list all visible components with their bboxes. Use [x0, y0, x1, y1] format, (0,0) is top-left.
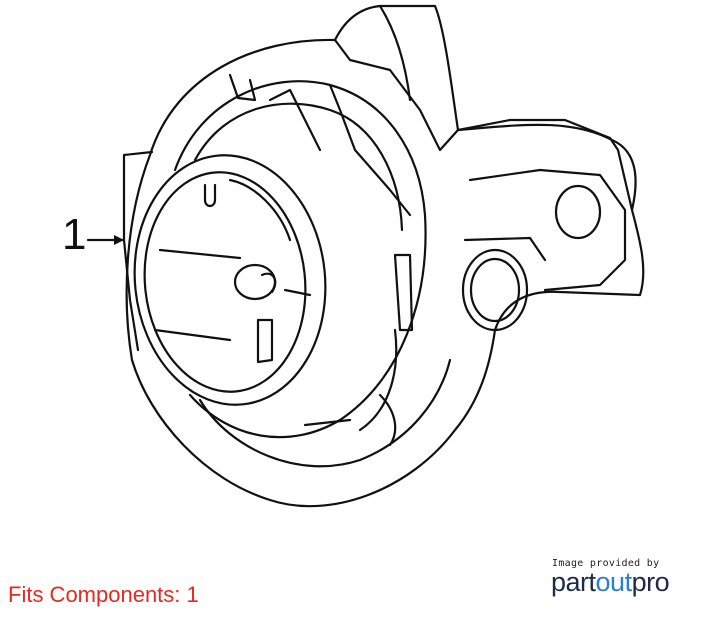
image-credit-text: Image provided by — [552, 558, 660, 569]
fits-components-label: Fits Components: 1 — [8, 582, 199, 607]
socket-outer-rim — [133, 154, 327, 406]
logo-out: out — [595, 567, 633, 597]
side-port-outer — [461, 248, 529, 332]
key-slot — [256, 318, 274, 364]
side-port-inner — [469, 257, 521, 323]
top-housing — [333, 38, 460, 152]
part-line-drawing — [86, 4, 645, 508]
callout-number-1: 1 — [62, 210, 87, 259]
rear-port — [554, 184, 602, 240]
logo-pro: pro — [631, 567, 670, 597]
right-connector — [456, 118, 634, 212]
socket-inner-rim — [143, 171, 307, 393]
center-contact — [233, 263, 277, 301]
logo-part: part — [551, 567, 596, 597]
partoutpro-logo: partoutpro — [551, 567, 670, 598]
bayonet-ring — [173, 80, 427, 439]
back-flange — [125, 4, 645, 508]
